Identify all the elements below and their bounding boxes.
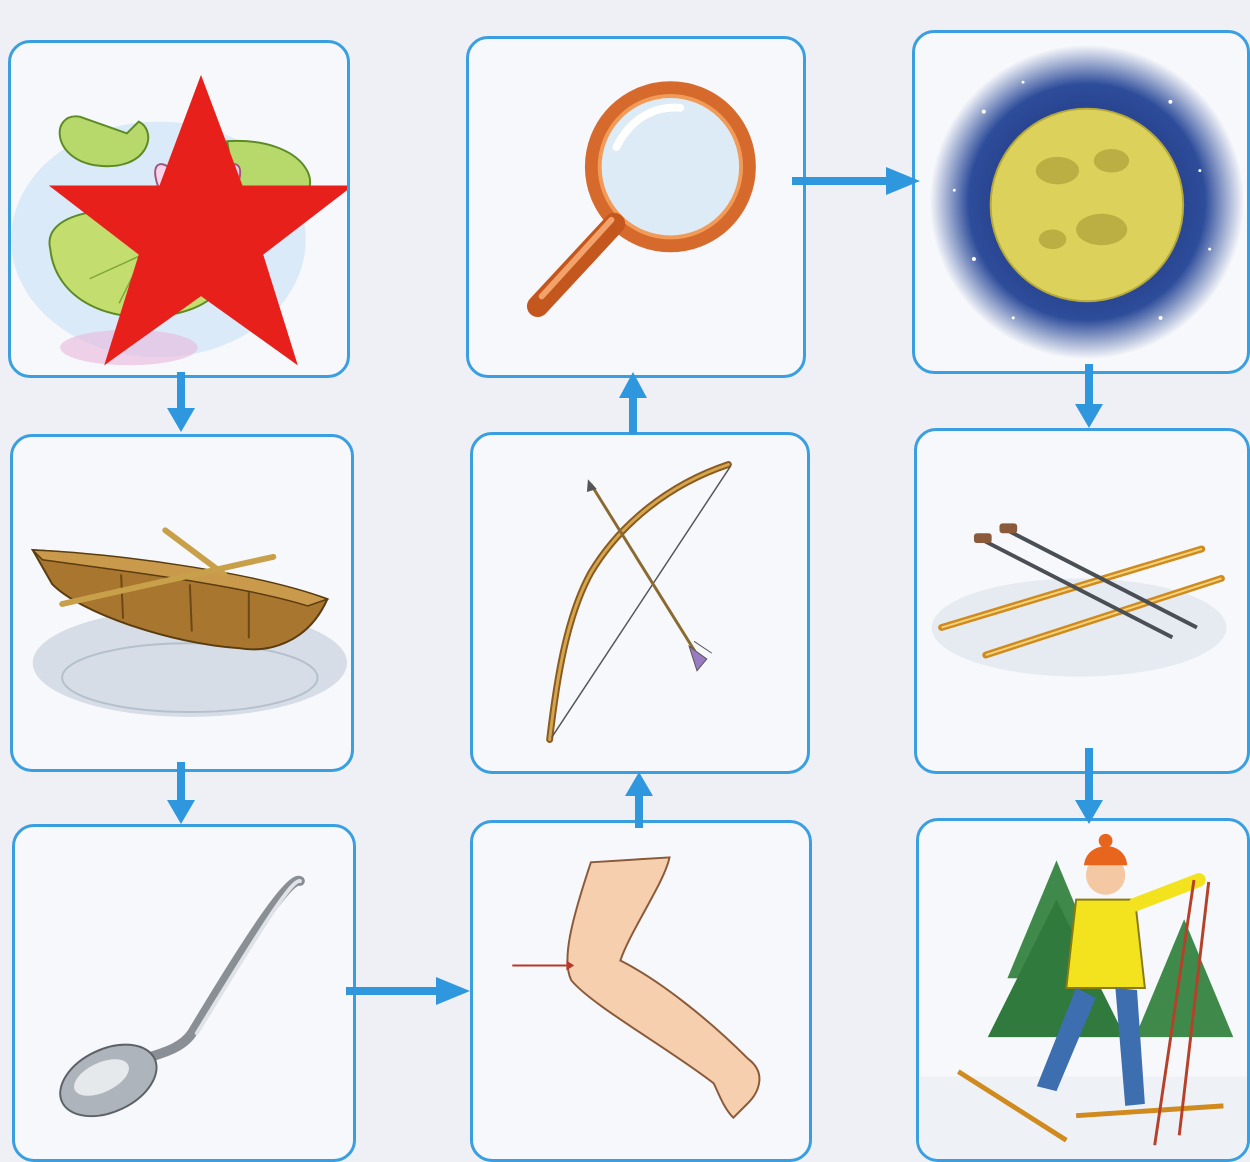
card-moon[interactable] xyxy=(912,30,1250,374)
arrow-right-icon xyxy=(792,166,922,196)
arrow-up-icon xyxy=(618,372,648,434)
arrow-down-icon xyxy=(1074,364,1104,430)
arrow-down-icon xyxy=(166,762,196,826)
arrow-right-icon xyxy=(346,976,472,1006)
boat-icon xyxy=(13,437,351,769)
card-water-lily[interactable] xyxy=(8,40,350,378)
bow-and-arrow-icon xyxy=(473,435,807,771)
arrow-down-icon xyxy=(1074,748,1104,826)
red-star-icon xyxy=(33,61,350,378)
arrow-down-icon xyxy=(166,372,196,434)
card-spoon[interactable] xyxy=(12,824,356,1162)
card-bow[interactable] xyxy=(470,432,810,774)
card-boat[interactable] xyxy=(10,434,354,772)
card-arm[interactable] xyxy=(470,820,812,1162)
skier-icon xyxy=(919,821,1247,1159)
card-skier[interactable] xyxy=(916,818,1250,1162)
card-magnifier[interactable] xyxy=(466,36,806,378)
arrow-up-icon xyxy=(624,772,654,828)
arm-elbow-icon xyxy=(473,823,809,1159)
skis-icon xyxy=(917,431,1247,771)
magnifying-glass-icon xyxy=(469,39,803,375)
card-skis[interactable] xyxy=(914,428,1250,774)
moon-icon xyxy=(915,33,1247,371)
spoon-icon xyxy=(15,827,353,1159)
